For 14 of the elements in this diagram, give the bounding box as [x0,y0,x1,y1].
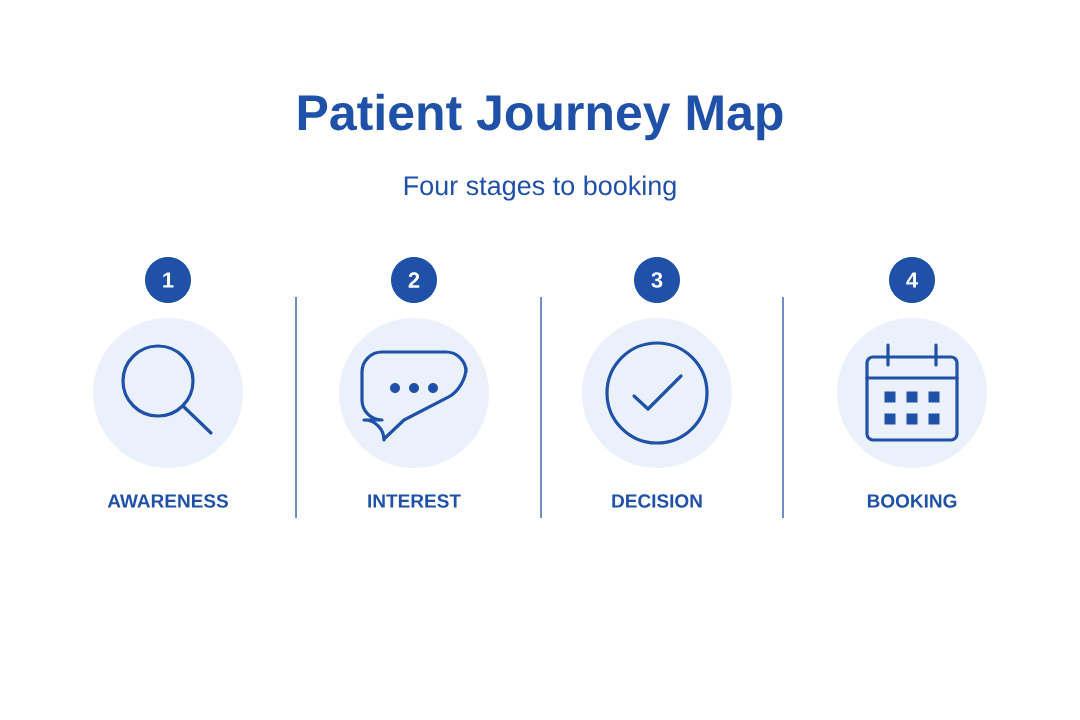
icon-circle [582,318,732,508]
icon-circle [837,318,987,508]
number-badge: 1 [145,257,191,303]
icon-circle [93,318,243,508]
number-badge: 4 [889,257,935,303]
icon-circle [339,318,489,508]
stage-label: BOOKING [867,494,957,508]
stage-label: AWARENESS [107,494,228,508]
title: Patient Journey Map [298,93,783,141]
number-badge: 2 [391,257,437,303]
subtitle: Four stages to booking [404,175,676,201]
stage-label: DECISION [612,494,702,508]
stage-label: INTEREST [368,494,461,508]
number-badge: 3 [634,257,680,303]
